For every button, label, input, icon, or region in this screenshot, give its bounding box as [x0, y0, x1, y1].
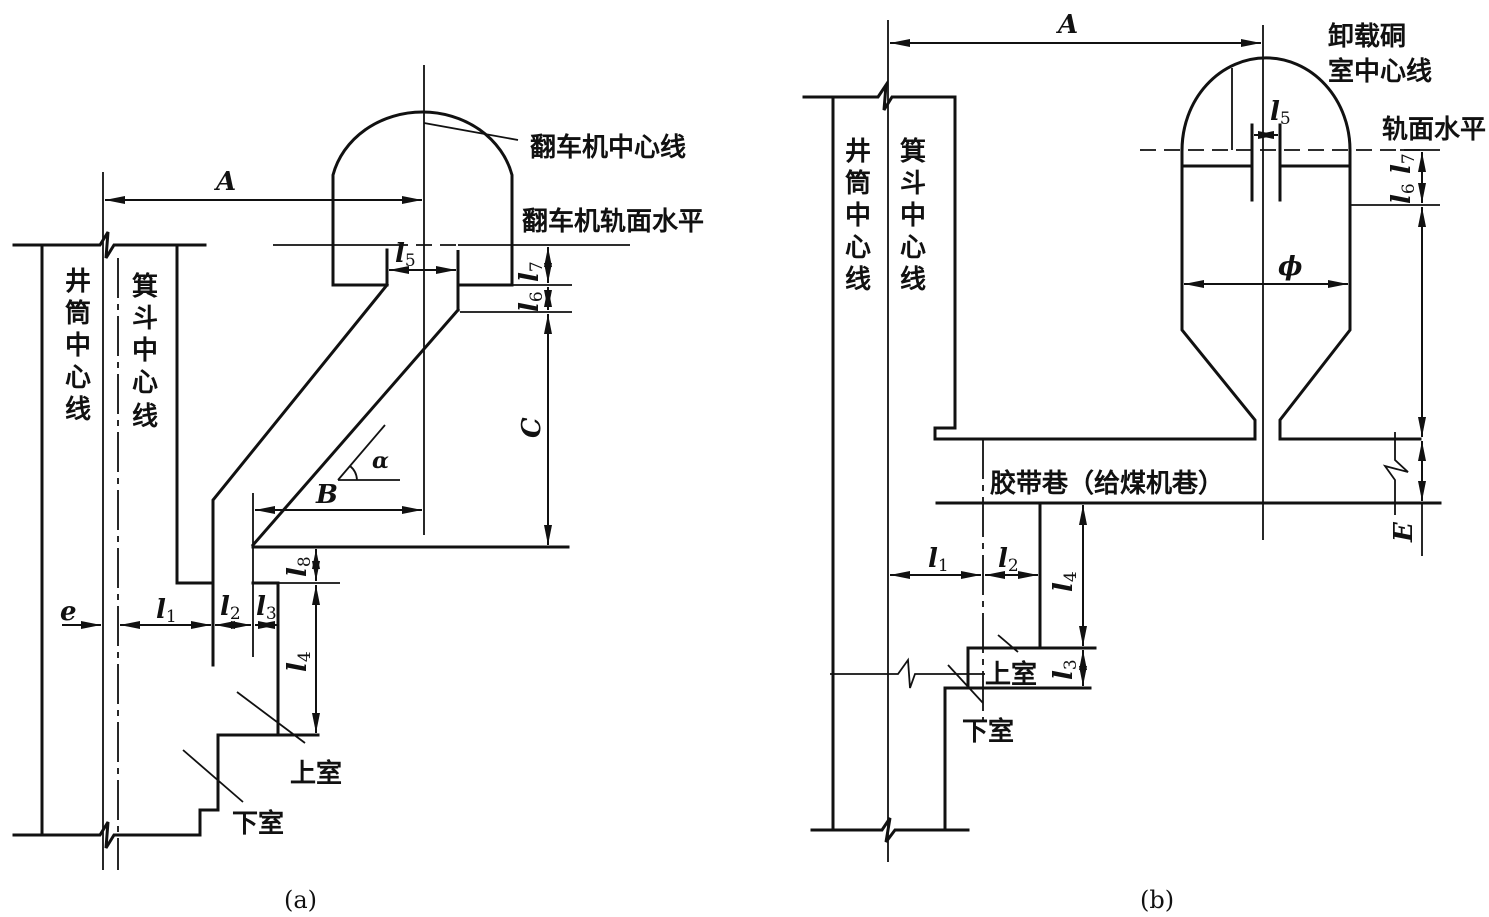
bottom-ground-line: [12, 733, 320, 849]
svg-text:l7: l7: [515, 261, 547, 282]
dim-l1-label: l1: [156, 595, 177, 627]
dim-b-label: B: [315, 480, 338, 510]
tippler-centerline-label: 翻车机中心线: [530, 132, 686, 163]
lower-level-line-b: [830, 657, 985, 689]
svg-text:l4: l4: [1049, 571, 1081, 592]
shaft-centerline-label-b: 井 筒 中 心 线: [845, 137, 871, 295]
svg-text:l3: l3: [1049, 659, 1081, 680]
dim-l2-label-b: l2: [998, 544, 1019, 576]
dim-l3-label: l3: [256, 592, 277, 624]
alpha-slope-line: [337, 424, 386, 481]
dim-l7-label-b: l7: [1387, 153, 1419, 174]
dim-l7-label: l7: [515, 261, 547, 282]
svg-text:中: 中: [845, 201, 871, 231]
dim-phi-label: ϕ: [1278, 252, 1302, 282]
svg-text:中: 中: [65, 331, 91, 361]
svg-text:中: 中: [132, 336, 158, 366]
unloading-centerline-label-2: 室中心线: [1328, 56, 1432, 87]
dim-l5-label-b: l5: [1270, 97, 1291, 129]
dim-l1-label-b: l1: [928, 544, 949, 576]
dim-l4-label: l4: [283, 651, 315, 672]
caption-a: (a): [284, 886, 317, 914]
svg-text:井: 井: [845, 137, 871, 167]
svg-text:心: 心: [900, 233, 926, 263]
rail-level-label-b: 轨面水平: [1382, 115, 1486, 145]
belt-roadway-label: 胶带巷（给煤机巷）: [990, 468, 1224, 499]
upper-chamber-label-b: 上室: [985, 659, 1037, 690]
svg-text:l8: l8: [283, 556, 315, 577]
lower-chamber-leader: [182, 749, 244, 803]
svg-text:E: E: [1389, 521, 1419, 543]
e-break-symbol: [1382, 432, 1409, 515]
dim-l5-label: l5: [395, 239, 416, 271]
bin-vault: [1180, 56, 1422, 441]
caption-b: (b): [1140, 886, 1174, 914]
chute-left-wall: [211, 282, 390, 667]
svg-text:筒: 筒: [65, 298, 91, 329]
svg-text:线: 线: [132, 402, 158, 432]
dim-c-label: C: [517, 417, 547, 438]
svg-text:l6: l6: [515, 291, 547, 312]
dim-l2-label: l2: [220, 592, 241, 624]
svg-text:井: 井: [65, 267, 91, 297]
lower-chamber-leader-b: [947, 664, 984, 704]
tippler-left-pit: [331, 248, 389, 287]
svg-text:箕: 箕: [900, 136, 926, 167]
svg-text:心: 心: [132, 368, 158, 398]
shaft-centerline-label-a: 井 筒 中 心 线: [65, 267, 91, 425]
panel-b: A l5 ϕ l7 l6 E l1 l2 l4 l3 井: [802, 10, 1486, 914]
svg-text:心: 心: [845, 233, 871, 263]
upper-chamber-leader-b: [997, 634, 1019, 653]
lower-chamber-wall-b: [943, 686, 970, 832]
svg-text:筒: 筒: [845, 168, 871, 199]
dim-l8-label: l8: [283, 556, 315, 577]
skip-centerline-label-a: 箕 斗 中 心 线: [132, 271, 158, 432]
svg-text:箕: 箕: [132, 271, 158, 302]
skip-wall: [175, 243, 215, 585]
tippler-centerline-leader: [423, 122, 519, 141]
skip-wall-b: [802, 79, 1257, 441]
dim-a-label-b: A: [1055, 10, 1078, 40]
dim-e-label: e: [60, 597, 77, 627]
svg-text:斗: 斗: [132, 304, 158, 334]
skip-centerline-label-b: 箕 斗 中 心 线: [900, 136, 926, 295]
tippler-rail-level-label: 翻车机轨面水平: [522, 206, 704, 237]
svg-text:l7: l7: [1387, 153, 1419, 174]
unloading-centerline-label-1: 卸载硐: [1328, 21, 1406, 52]
dim-l6-label: l6: [515, 291, 547, 312]
dim-a-label: A: [213, 167, 236, 197]
alpha-label: α: [372, 448, 389, 474]
svg-text:心: 心: [65, 363, 91, 393]
alpha-arc: [349, 465, 358, 481]
svg-text:C: C: [517, 417, 547, 438]
dim-e-label-b: E: [1389, 521, 1419, 543]
svg-text:线: 线: [845, 265, 871, 295]
svg-text:中: 中: [900, 201, 926, 231]
tippler-right-pit: [456, 250, 514, 312]
dim-l3-label-b: l3: [1049, 659, 1081, 680]
lower-chamber-label-b: 下室: [962, 716, 1014, 747]
upper-chamber-label-a: 上室: [290, 758, 342, 789]
upper-chamber-leader: [236, 691, 306, 744]
dim-l6-label-b: l6: [1387, 183, 1419, 204]
svg-text:线: 线: [65, 395, 91, 425]
panel-a: A l5 l7 l6 C α B l8 l4: [12, 65, 704, 914]
dim-l4-label-b: l4: [1049, 571, 1081, 592]
top-ground-line: [12, 231, 207, 259]
lower-chamber-label-a: 下室: [232, 808, 284, 839]
svg-text:线: 线: [900, 265, 926, 295]
svg-text:l6: l6: [1387, 183, 1419, 204]
svg-text:斗: 斗: [900, 169, 926, 199]
tippler-chamber-vault: [331, 110, 514, 287]
svg-text:l4: l4: [283, 651, 315, 672]
bottom-line-b: [810, 817, 970, 843]
